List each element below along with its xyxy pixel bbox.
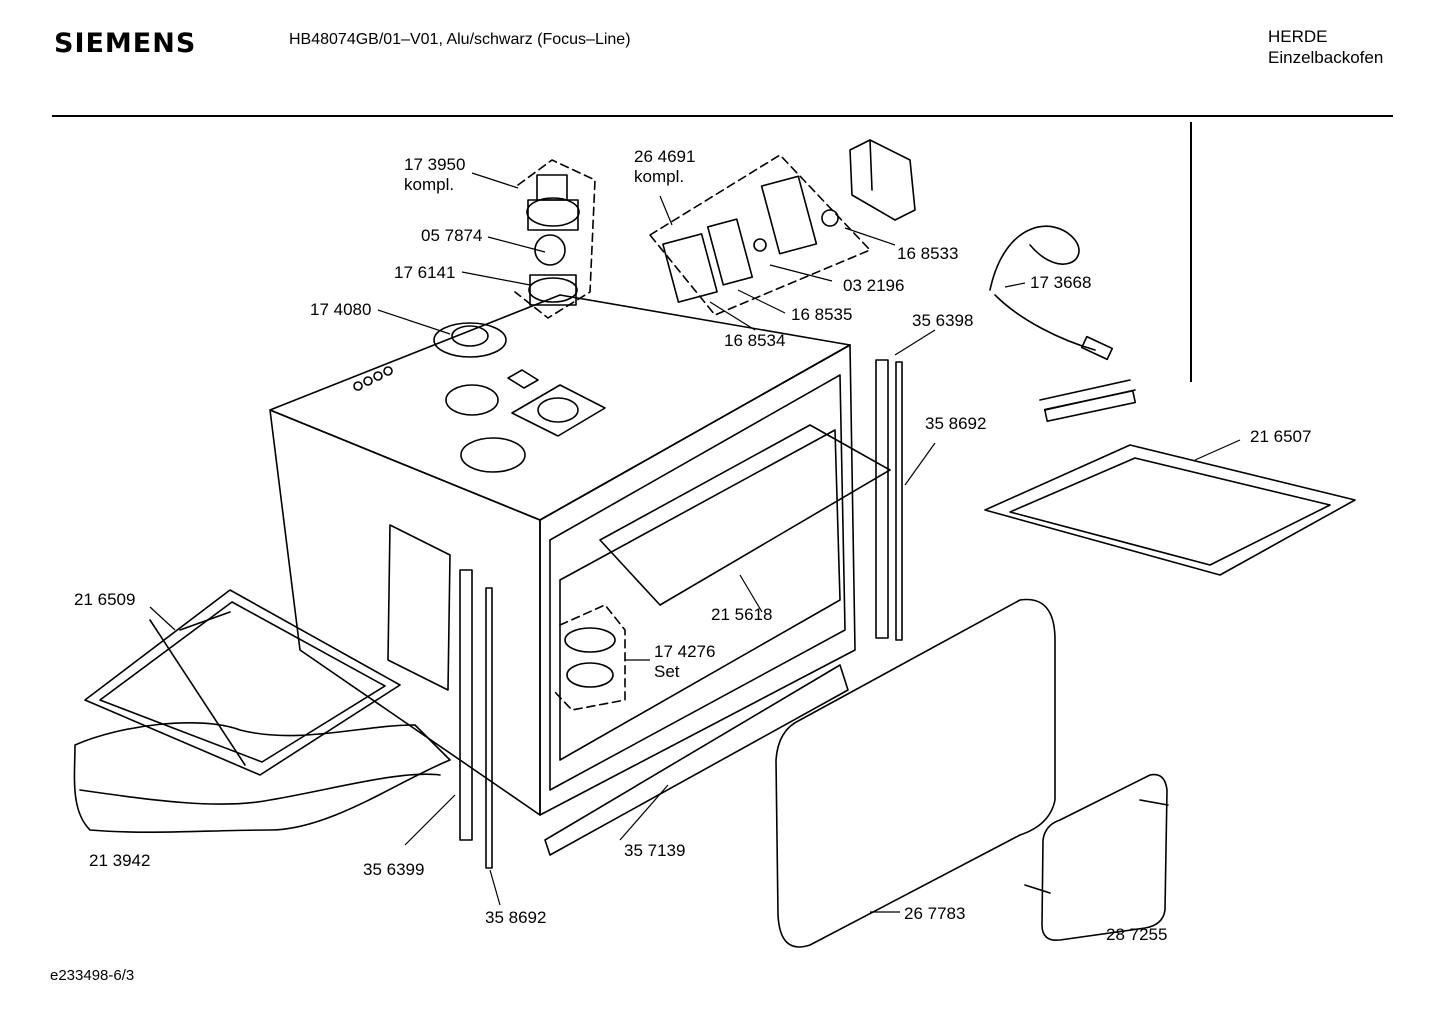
bottom-rail <box>544 664 849 856</box>
side-seal-right <box>875 359 889 639</box>
category-line-1: HERDE <box>1268 27 1328 46</box>
label-17-6141: 17 6141 <box>394 263 456 282</box>
brand-logo: SIEMENS <box>54 28 197 59</box>
label-28-7255: 28 7255 <box>1106 925 1168 944</box>
insulation-mat <box>73 722 451 834</box>
inner-panel <box>599 424 891 606</box>
label-16-8533: 16 8533 <box>897 244 959 263</box>
label-16-8534: 16 8534 <box>724 331 786 350</box>
thermostat-assembly <box>514 159 596 319</box>
label-21-5618: 21 5618 <box>711 605 773 624</box>
oven-front-frame <box>539 344 856 816</box>
header-divider <box>52 115 1393 117</box>
oven-body-top <box>269 294 851 521</box>
label-03-2196: 03 2196 <box>843 276 905 295</box>
category-line-2: Einzelbackofen <box>1268 48 1384 67</box>
door-seal <box>775 598 1056 948</box>
label-35-8692-right: 35 8692 <box>925 414 987 433</box>
label-35-6398: 35 6398 <box>912 311 974 330</box>
label-21-6509: 21 6509 <box>74 590 136 609</box>
label-05-7874: 05 7874 <box>421 226 483 245</box>
side-seal-left <box>459 569 473 841</box>
label-17-4080: 17 4080 <box>310 300 372 319</box>
lamp-set <box>552 604 626 711</box>
label-21-3942: 21 3942 <box>89 851 151 870</box>
lower-heating-element <box>84 589 401 776</box>
oven-body-side <box>269 409 541 816</box>
label-26-7783: 26 7783 <box>904 904 966 923</box>
label-21-6507: 21 6507 <box>1250 427 1312 446</box>
drawing-code: e233498-6/3 <box>50 967 135 984</box>
label-35-7139: 35 7139 <box>624 841 686 860</box>
sensor-cable <box>989 225 1096 351</box>
fan-plate <box>433 322 507 358</box>
lamp-assembly <box>649 139 916 316</box>
label-35-8692-bottom: 35 8692 <box>485 908 547 927</box>
label-35-6399: 35 6399 <box>363 860 425 879</box>
wire-frame <box>1041 773 1168 942</box>
label-16-8535: 16 8535 <box>791 305 853 324</box>
section-divider <box>1190 122 1192 382</box>
label-17-3668: 17 3668 <box>1030 273 1092 292</box>
grill-heating-element <box>984 379 1356 576</box>
model-title: HB48074GB/01–V01, Alu/schwarz (Focus–Lin… <box>289 31 631 48</box>
